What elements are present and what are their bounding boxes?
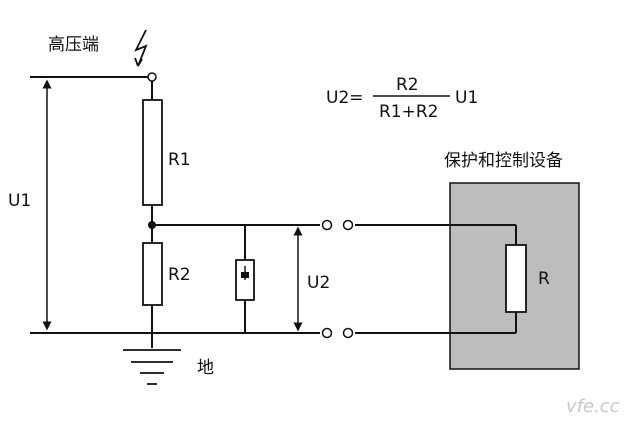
- resistor-r: [505, 244, 527, 313]
- device-label: 保护和控制设备: [444, 151, 563, 171]
- formula-denominator: R1+R2: [379, 102, 439, 122]
- formula-numerator: R2: [396, 75, 419, 95]
- u2-label: U2: [307, 273, 330, 293]
- lightning-icon: [134, 29, 148, 67]
- high-voltage-label: 高压端: [48, 35, 99, 55]
- u1-label: U1: [8, 191, 31, 211]
- r1-label: R1: [168, 150, 191, 170]
- formula-rhs: U1: [455, 88, 478, 108]
- r-label: R: [538, 269, 550, 289]
- junction-dot: [148, 221, 156, 229]
- r2-label: R2: [168, 265, 191, 285]
- output-terminals: [321, 219, 354, 339]
- circuit-wires: [30, 76, 517, 348]
- ground-label: 地: [197, 358, 214, 378]
- resistor-r2: [142, 242, 163, 306]
- watermark: vfe.cc: [566, 396, 620, 417]
- resistor-r1: [142, 99, 163, 206]
- formula-lhs: U2=: [326, 88, 364, 108]
- ground-icon: [123, 349, 181, 385]
- hv-terminal: [147, 72, 157, 82]
